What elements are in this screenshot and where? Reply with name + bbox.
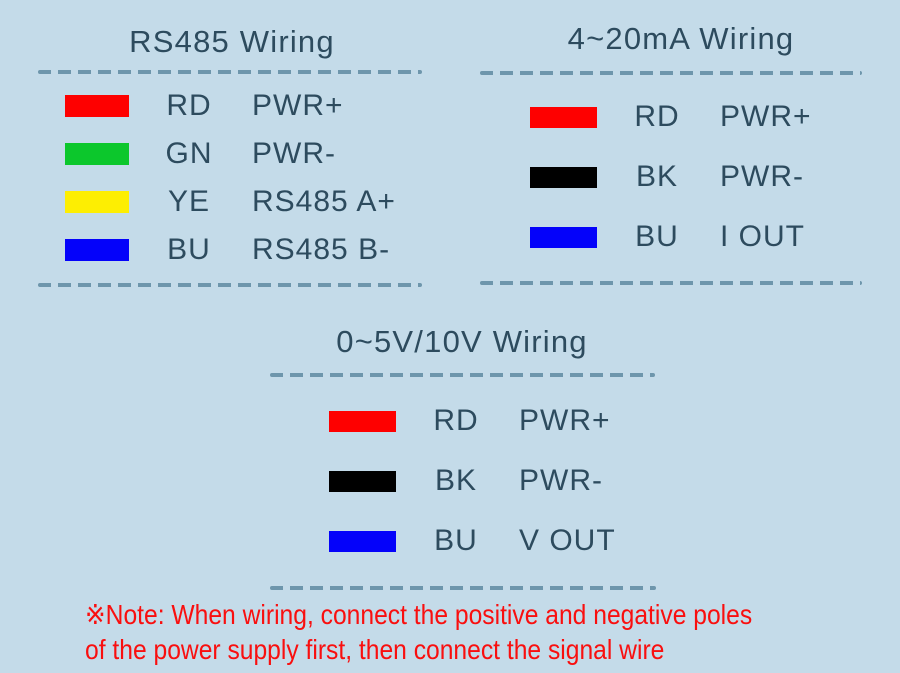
wire-signal: RS485 B- bbox=[252, 233, 391, 266]
wire-signal: PWR+ bbox=[720, 100, 812, 133]
wire-code: BU bbox=[635, 220, 679, 253]
rs485-section-title: RS485 Wiring bbox=[129, 24, 335, 59]
wire-code: YE bbox=[167, 185, 211, 218]
current-loop-section-title: 4~20mA Wiring bbox=[567, 21, 795, 56]
wire-color-swatch-blue bbox=[65, 239, 129, 261]
wire-code: BU bbox=[434, 524, 478, 557]
rs485-top-divider bbox=[38, 70, 422, 74]
wire-code: BK bbox=[434, 464, 478, 497]
voltage-bottom-divider bbox=[270, 586, 656, 590]
voltage-wire-list: RD PWR+ BK PWR- BU V OUT bbox=[329, 391, 616, 571]
wire-color-swatch-blue bbox=[530, 226, 597, 248]
wire-color-swatch-green bbox=[65, 143, 129, 165]
rs485-wire-list: RD PWR+ GN PWR- YE RS485 A+ BU RS485 B- bbox=[65, 82, 396, 274]
wiring-note-line-1: ※Note: When wiring, connect the positive… bbox=[85, 599, 753, 630]
wire-code: RD bbox=[166, 89, 212, 122]
wire-signal: PWR+ bbox=[252, 89, 344, 122]
current-loop-top-divider bbox=[480, 71, 862, 75]
wire-row: GN PWR- bbox=[65, 130, 396, 178]
current-loop-bottom-divider bbox=[480, 281, 862, 285]
wire-row: BU RS485 B- bbox=[65, 226, 396, 274]
wire-signal: V OUT bbox=[519, 524, 616, 557]
wire-row: YE RS485 A+ bbox=[65, 178, 396, 226]
wire-code: RD bbox=[433, 404, 479, 437]
wiring-note-line-2: of the power supply first, then connect … bbox=[85, 634, 665, 665]
wire-row: BK PWR- bbox=[530, 147, 812, 207]
wire-row: RD PWR+ bbox=[530, 87, 812, 147]
wire-row: BU I OUT bbox=[530, 207, 812, 267]
wiring-note: ※Note: When wiring, connect the positive… bbox=[85, 597, 843, 667]
wire-row: RD PWR+ bbox=[65, 82, 396, 130]
wire-code: GN bbox=[165, 137, 213, 170]
wire-color-swatch-red bbox=[530, 106, 597, 128]
wire-code: BK bbox=[635, 160, 679, 193]
wire-color-swatch-black bbox=[329, 470, 396, 492]
wire-signal: I OUT bbox=[720, 220, 805, 253]
rs485-bottom-divider bbox=[38, 283, 422, 287]
wire-signal: RS485 A+ bbox=[252, 185, 396, 218]
wire-color-swatch-red bbox=[329, 410, 396, 432]
voltage-top-divider bbox=[270, 373, 655, 377]
wire-signal: PWR- bbox=[720, 160, 804, 193]
wire-code: BU bbox=[167, 233, 211, 266]
wire-code: RD bbox=[634, 100, 680, 133]
wire-row: BK PWR- bbox=[329, 451, 616, 511]
wire-row: RD PWR+ bbox=[329, 391, 616, 451]
wire-color-swatch-yellow bbox=[65, 191, 129, 213]
wire-color-swatch-blue bbox=[329, 530, 396, 552]
wire-color-swatch-black bbox=[530, 166, 597, 188]
wire-signal: PWR- bbox=[252, 137, 336, 170]
wire-signal: PWR+ bbox=[519, 404, 611, 437]
wire-row: BU V OUT bbox=[329, 511, 616, 571]
wire-color-swatch-red bbox=[65, 95, 129, 117]
wire-signal: PWR- bbox=[519, 464, 603, 497]
current-loop-wire-list: RD PWR+ BK PWR- BU I OUT bbox=[530, 87, 812, 267]
voltage-section-title: 0~5V/10V Wiring bbox=[336, 324, 588, 359]
